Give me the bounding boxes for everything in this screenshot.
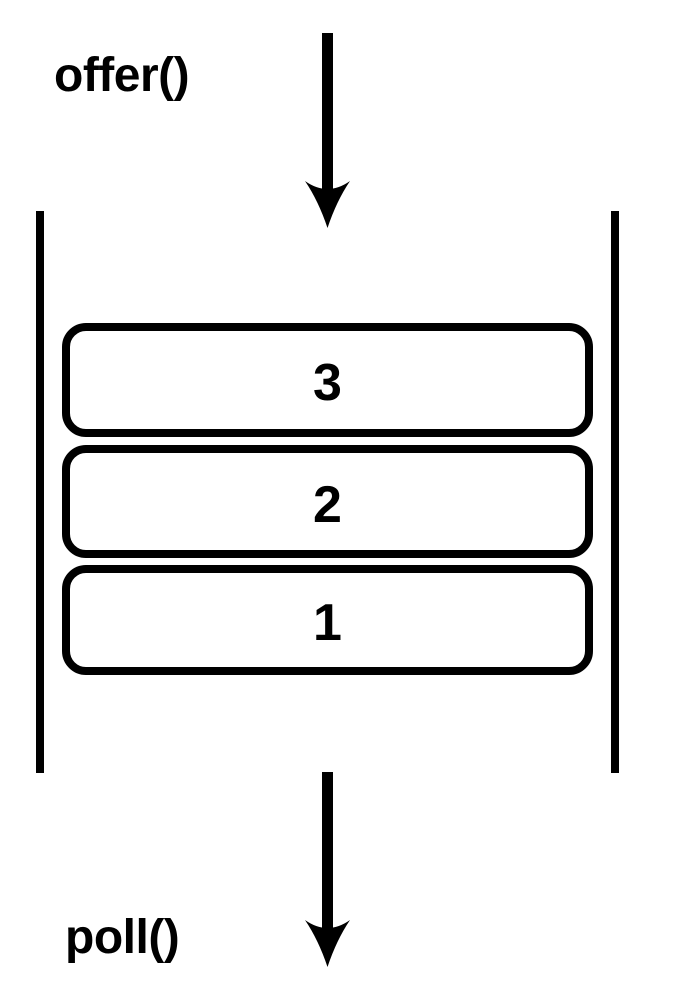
queue-item-value: 3 <box>313 354 342 412</box>
queue-item-3: 3 <box>62 323 593 437</box>
queue-item-value: 1 <box>313 594 342 652</box>
arrow-shaft <box>322 772 333 936</box>
queue-wall-left <box>36 211 44 773</box>
queue-item-value: 2 <box>313 475 342 534</box>
queue-item-2: 2 <box>62 445 593 558</box>
arrow-head <box>305 920 350 967</box>
offer-label: offer() <box>54 49 190 102</box>
offer-down-arrow-icon <box>305 33 350 228</box>
poll-label: poll() <box>65 911 180 964</box>
queue-item-1: 1 <box>62 565 593 675</box>
queue-wall-right <box>611 211 619 773</box>
poll-down-arrow-icon <box>305 772 350 967</box>
arrow-shaft <box>322 33 333 197</box>
arrow-head <box>305 181 350 228</box>
